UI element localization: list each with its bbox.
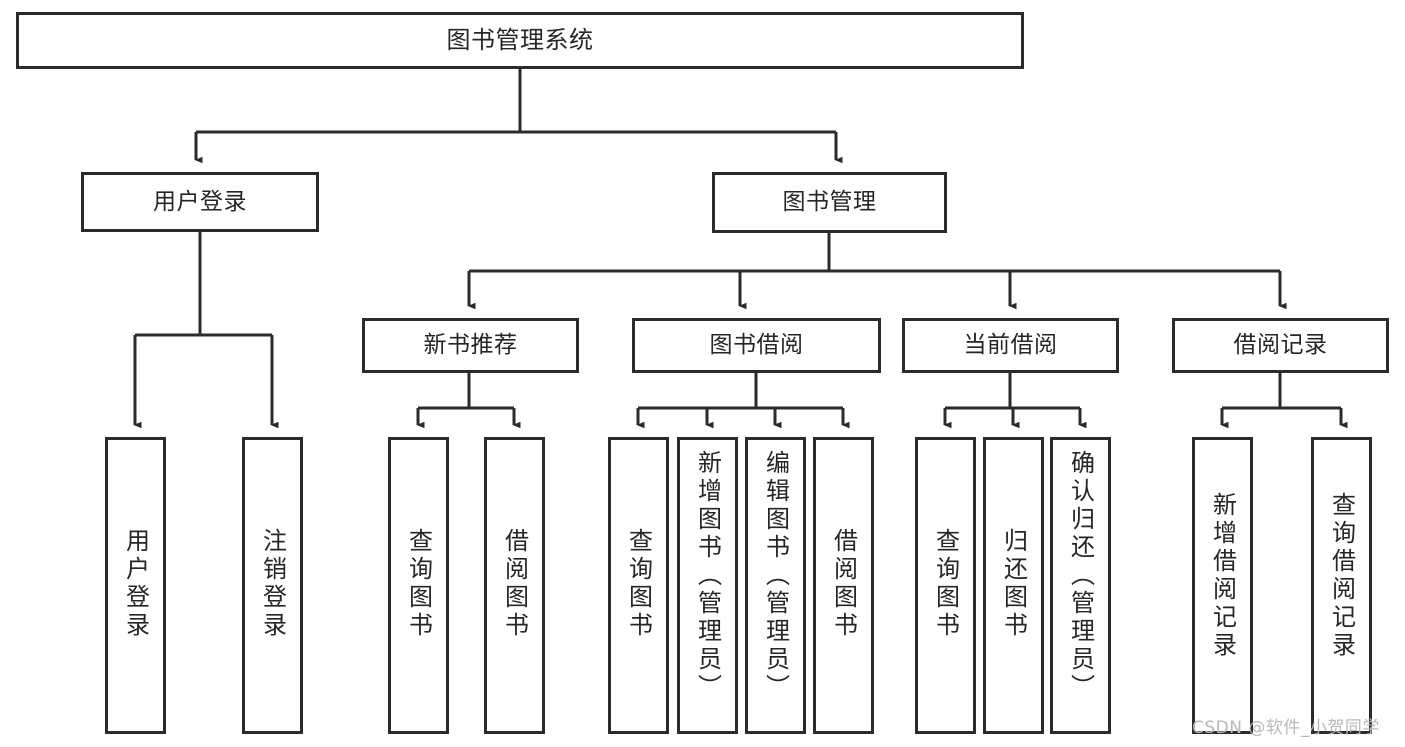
- node-leaf-logout-login[interactable]: 注销登录: [242, 437, 303, 734]
- node-leaf-add-book-label: 新增图书（管理员）: [693, 450, 722, 702]
- node-leaf-user-login[interactable]: 用户登录: [105, 437, 166, 734]
- node-leaf-edit-book[interactable]: 编辑图书（管理员）: [745, 437, 806, 734]
- node-new-book-rec-label: 新书推荐: [423, 332, 518, 359]
- node-new-book-rec[interactable]: 新书推荐: [362, 318, 579, 373]
- node-leaf-confirm-return-label: 确认归还（管理员）: [1066, 450, 1095, 702]
- node-leaf-query-book-1-label: 查询图书: [404, 528, 433, 640]
- node-user-login-label: 用户登录: [153, 188, 247, 215]
- node-leaf-add-record[interactable]: 新增借阅记录: [1192, 437, 1253, 734]
- node-leaf-add-record-label: 新增借阅记录: [1208, 492, 1237, 660]
- node-current-borrow-label: 当前借阅: [963, 332, 1058, 359]
- node-leaf-return-book[interactable]: 归还图书: [983, 437, 1044, 734]
- node-leaf-borrow-book-2-label: 借阅图书: [829, 528, 858, 640]
- node-book-borrow-label: 图书借阅: [709, 332, 804, 359]
- node-book-borrow[interactable]: 图书借阅: [632, 318, 881, 373]
- node-leaf-query-book-3[interactable]: 查询图书: [915, 437, 976, 734]
- node-current-borrow[interactable]: 当前借阅: [902, 318, 1119, 373]
- node-leaf-query-record[interactable]: 查询借阅记录: [1311, 437, 1372, 734]
- node-leaf-user-login-label: 用户登录: [121, 528, 150, 640]
- node-borrow-record[interactable]: 借阅记录: [1172, 318, 1389, 373]
- node-leaf-query-book-1[interactable]: 查询图书: [388, 437, 449, 734]
- node-leaf-query-book-3-label: 查询图书: [931, 528, 960, 640]
- node-book-manage-label: 图书管理: [782, 189, 877, 216]
- node-borrow-record-label: 借阅记录: [1233, 332, 1328, 359]
- node-leaf-query-book-2-label: 查询图书: [624, 528, 653, 640]
- node-book-manage[interactable]: 图书管理: [712, 172, 947, 233]
- node-leaf-query-book-2[interactable]: 查询图书: [608, 437, 669, 734]
- node-leaf-query-record-label: 查询借阅记录: [1327, 492, 1356, 660]
- node-leaf-add-book[interactable]: 新增图书（管理员）: [677, 437, 738, 734]
- node-leaf-borrow-book-1-label: 借阅图书: [500, 528, 529, 640]
- node-leaf-borrow-book-2[interactable]: 借阅图书: [813, 437, 874, 734]
- node-user-login[interactable]: 用户登录: [81, 172, 319, 232]
- node-leaf-return-book-label: 归还图书: [999, 528, 1028, 640]
- node-leaf-borrow-book-1[interactable]: 借阅图书: [484, 437, 545, 734]
- csdn-watermark: CSDN @软件_小贺同学: [1192, 718, 1380, 738]
- node-leaf-confirm-return[interactable]: 确认归还（管理员）: [1050, 437, 1111, 734]
- node-root[interactable]: 图书管理系统: [16, 12, 1024, 69]
- node-leaf-edit-book-label: 编辑图书（管理员）: [761, 450, 790, 702]
- node-root-label: 图书管理系统: [446, 25, 594, 54]
- node-leaf-logout-login-label: 注销登录: [258, 528, 287, 640]
